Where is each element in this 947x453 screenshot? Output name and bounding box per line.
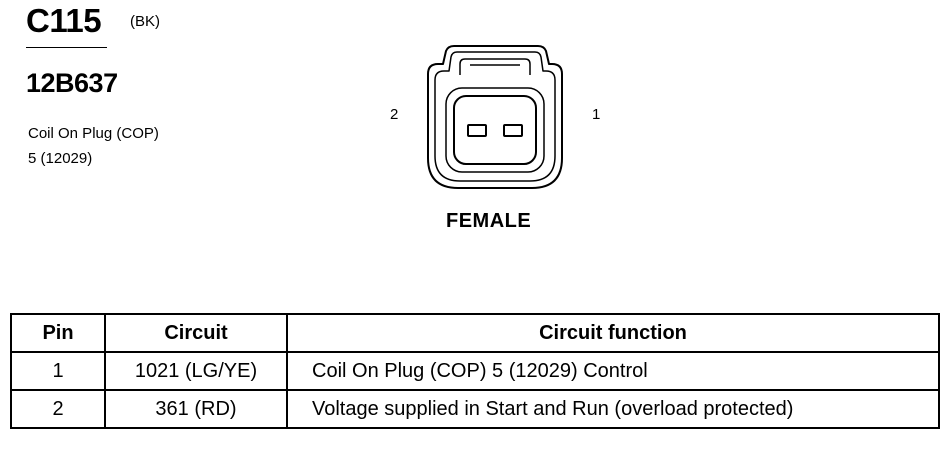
pin-label-1: 1 xyxy=(592,106,601,123)
connector-face-diagram xyxy=(427,45,563,189)
connector-description-line2: 5 (12029) xyxy=(28,150,93,167)
connector-latch xyxy=(459,58,531,75)
terminal-1 xyxy=(503,124,523,137)
connector-cavity-inner xyxy=(453,95,537,165)
pin-cell: 1 xyxy=(10,351,106,391)
connector-description-line1: Coil On Plug (COP) xyxy=(28,125,159,142)
circuit-function-cell: Coil On Plug (COP) 5 (12029) Control xyxy=(286,351,940,391)
circuit-cell: 361 (RD) xyxy=(104,389,288,429)
connector-housing-outer xyxy=(427,45,563,189)
pin-label-2: 2 xyxy=(390,106,399,123)
header-circuit-function: Circuit function xyxy=(286,313,940,353)
table-header-row: Pin Circuit Circuit function xyxy=(10,313,940,353)
connector-color: (BK) xyxy=(130,13,160,30)
table-row: 2 361 (RD) Voltage supplied in Start and… xyxy=(10,389,940,429)
terminal-2 xyxy=(467,124,487,137)
circuit-function-cell: Voltage supplied in Start and Run (overl… xyxy=(286,389,940,429)
table-row: 1 1021 (LG/YE) Coil On Plug (COP) 5 (120… xyxy=(10,351,940,391)
connector-cavity-outer xyxy=(445,87,545,173)
connector-gender-label: FEMALE xyxy=(446,210,532,232)
header-pin: Pin xyxy=(10,313,106,353)
connector-id: C115 xyxy=(26,2,102,39)
header-rule xyxy=(26,47,107,48)
pin-cell: 2 xyxy=(10,389,106,429)
circuit-cell: 1021 (LG/YE) xyxy=(104,351,288,391)
pinout-table: Pin Circuit Circuit function 1 1021 (LG/… xyxy=(10,313,940,429)
header-circuit: Circuit xyxy=(104,313,288,353)
part-number: 12B637 xyxy=(26,68,118,98)
connector-housing-inner xyxy=(434,51,556,182)
